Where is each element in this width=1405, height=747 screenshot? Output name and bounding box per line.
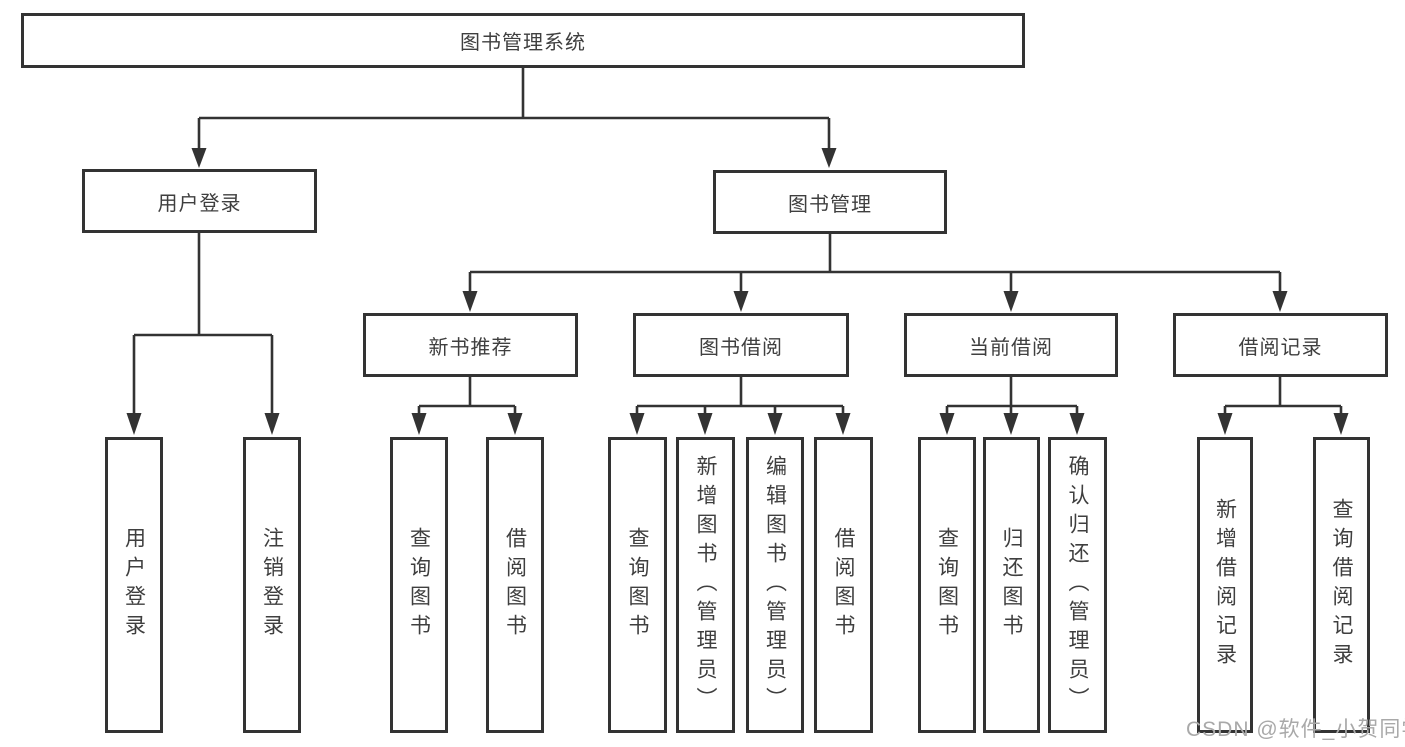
- arrowhead: [1272, 291, 1288, 312]
- arrowhead: [411, 413, 427, 435]
- leaf-query-books-3[interactable]: 查询图书: [918, 437, 976, 733]
- node-book-management[interactable]: 图书管理: [713, 170, 947, 234]
- node-library-system[interactable]: 图书管理系统: [21, 13, 1025, 68]
- node-label: 当前借阅: [969, 336, 1053, 359]
- arrowhead: [191, 148, 207, 168]
- node-label: 新书推荐: [428, 336, 513, 359]
- leaf-add-borrow-record[interactable]: 新增借阅记录: [1197, 437, 1253, 733]
- leaf-edit-book-admin[interactable]: 编辑图书（管理员）: [746, 437, 804, 733]
- connector-bookmgmt-to-level3: [462, 234, 1288, 312]
- arrowhead: [821, 148, 837, 168]
- connector-root-to-level2: [191, 68, 837, 168]
- arrowhead: [507, 413, 523, 435]
- arrowhead: [1069, 413, 1085, 435]
- leaf-label: 确认归还（管理员）: [1066, 454, 1089, 716]
- leaf-label: 查询图书: [626, 527, 649, 643]
- node-label: 图书借阅: [699, 336, 783, 359]
- connector-current-to-leaves: [939, 377, 1085, 435]
- leaf-label: 查询图书: [407, 527, 431, 643]
- arrowhead: [462, 291, 478, 312]
- connector-borrow-to-leaves: [629, 377, 851, 435]
- arrowhead: [697, 413, 713, 435]
- leaf-label: 借阅图书: [832, 527, 855, 643]
- node-label: 借阅记录: [1238, 336, 1323, 359]
- node-current-borrowing[interactable]: 当前借阅: [904, 313, 1118, 377]
- connector-userlogin-to-leaves: [126, 233, 280, 435]
- leaf-label: 新增图书（管理员）: [694, 454, 717, 716]
- arrowhead: [126, 413, 142, 435]
- arrowhead: [1333, 413, 1349, 435]
- leaf-label: 用户登录: [122, 527, 146, 643]
- arrowhead: [629, 413, 645, 435]
- connector-newbook-to-leaves: [411, 377, 523, 435]
- leaf-borrow-books-1[interactable]: 借阅图书: [486, 437, 544, 733]
- node-book-borrowing[interactable]: 图书借阅: [633, 313, 849, 377]
- arrowhead: [264, 413, 280, 435]
- node-label: 图书管理: [788, 193, 872, 216]
- arrowhead: [835, 413, 851, 435]
- leaf-add-book-admin[interactable]: 新增图书（管理员）: [676, 437, 735, 733]
- arrowhead: [1003, 291, 1019, 312]
- arrowhead: [733, 291, 749, 312]
- leaf-label: 编辑图书（管理员）: [763, 454, 787, 716]
- leaf-user-login[interactable]: 用户登录: [105, 437, 163, 733]
- leaf-label: 借阅图书: [503, 527, 527, 643]
- node-borrowing-records[interactable]: 借阅记录: [1173, 313, 1388, 377]
- leaf-confirm-return-admin[interactable]: 确认归还（管理员）: [1048, 437, 1107, 733]
- leaf-label: 查询图书: [935, 527, 959, 643]
- leaf-label: 归还图书: [1000, 527, 1023, 643]
- csdn-watermark: CSDN @软件_小贺同学: [1186, 718, 1405, 741]
- leaf-label: 新增借阅记录: [1213, 498, 1237, 672]
- arrowhead: [767, 413, 783, 435]
- leaf-return-book[interactable]: 归还图书: [983, 437, 1040, 733]
- leaf-borrow-books-2[interactable]: 借阅图书: [814, 437, 873, 733]
- leaf-label: 注销登录: [260, 527, 284, 643]
- leaf-query-books-2[interactable]: 查询图书: [608, 437, 667, 733]
- arrowhead: [1217, 413, 1233, 435]
- node-label: 图书管理系统: [460, 32, 586, 54]
- arrowhead: [1003, 413, 1019, 435]
- leaf-label: 查询借阅记录: [1330, 498, 1353, 672]
- node-user-login[interactable]: 用户登录: [82, 169, 317, 233]
- node-new-book-recommend[interactable]: 新书推荐: [363, 313, 578, 377]
- connector-records-to-leaves: [1217, 377, 1349, 435]
- leaf-logout[interactable]: 注销登录: [243, 437, 301, 733]
- arrowhead: [939, 413, 955, 435]
- node-label: 用户登录: [157, 192, 242, 215]
- leaf-query-borrow-record[interactable]: 查询借阅记录: [1313, 437, 1370, 733]
- leaf-query-books-1[interactable]: 查询图书: [390, 437, 448, 733]
